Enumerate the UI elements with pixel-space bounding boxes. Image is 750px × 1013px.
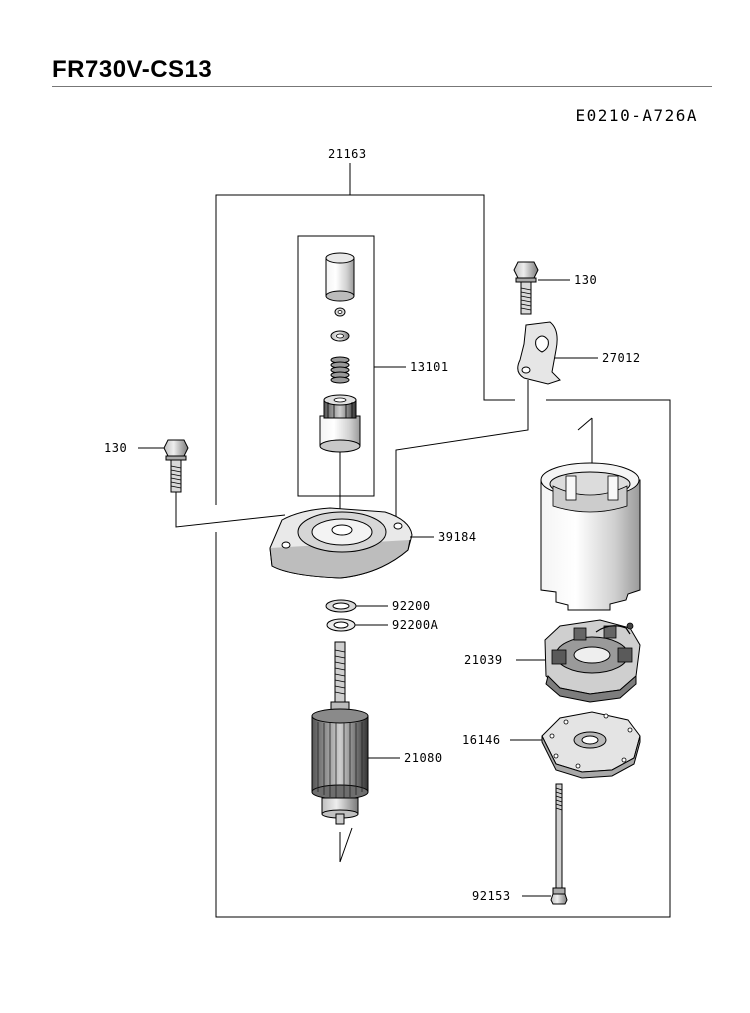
pinion-spring — [330, 356, 350, 384]
washer-92200 — [325, 599, 357, 613]
label-130-left: 130 — [104, 441, 127, 455]
label-21163: 21163 — [328, 147, 367, 161]
washer-92200a — [326, 618, 356, 632]
label-92200a: 92200A — [392, 618, 439, 632]
yoke-housing — [540, 417, 641, 611]
pinion-gear — [319, 394, 361, 453]
label-92153: 92153 — [472, 889, 511, 903]
brush-holder-part — [544, 619, 641, 703]
through-bolt-part — [550, 783, 568, 905]
end-plate-part — [541, 711, 641, 779]
bolt-left — [163, 439, 286, 528]
label-39184: 39184 — [438, 530, 477, 544]
label-21039: 21039 — [464, 653, 503, 667]
pinion-washer — [330, 330, 350, 342]
pinion-cap — [325, 252, 355, 302]
figure-code: E0210-A726A — [575, 106, 698, 125]
pinion-ring — [334, 307, 346, 317]
label-130-right: 130 — [574, 273, 597, 287]
label-13101: 13101 — [410, 360, 449, 374]
label-16146: 16146 — [462, 733, 501, 747]
armature-part — [311, 641, 369, 863]
bolt-right — [513, 261, 539, 315]
cover-part — [269, 507, 413, 579]
pinion-set-parts — [319, 252, 361, 510]
bracket-part — [395, 321, 561, 520]
leader-lines — [138, 279, 598, 897]
label-21080: 21080 — [404, 751, 443, 765]
title-divider — [52, 86, 712, 87]
label-27012: 27012 — [602, 351, 641, 365]
assembly-frame — [215, 163, 671, 918]
label-92200: 92200 — [392, 599, 431, 613]
page-title: FR730V-CS13 — [52, 56, 213, 83]
